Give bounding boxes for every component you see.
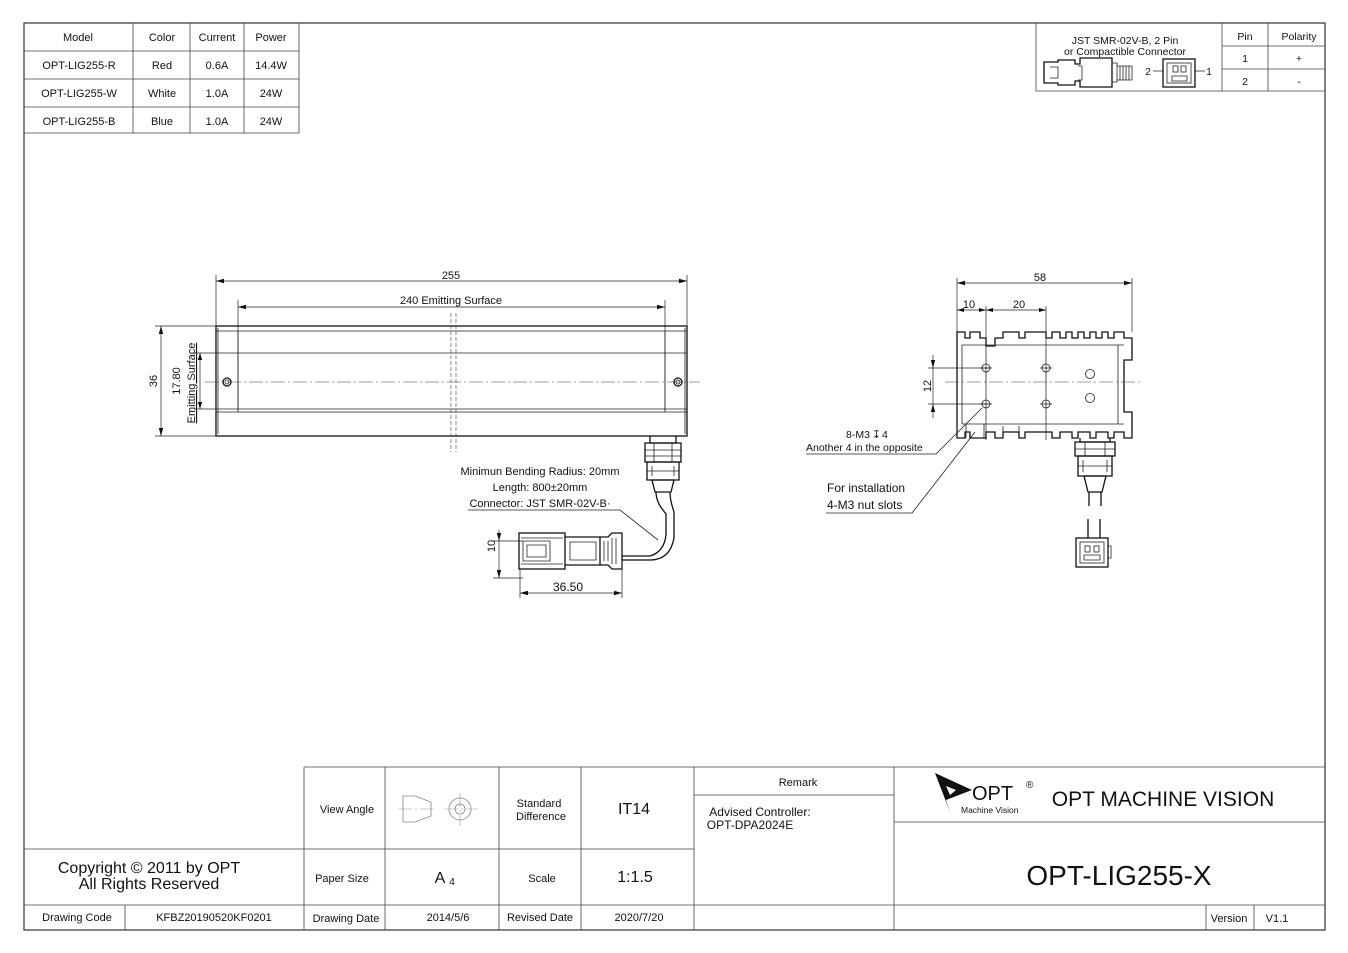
part-number: OPT-LIG255-X xyxy=(1026,860,1212,891)
spec-cell: OPT-LIG255-B xyxy=(43,116,116,128)
connector-title-line2: or Compactible Connector xyxy=(1064,46,1186,58)
connector-title-line1: JST SMR-02V-B, 2 Pin xyxy=(1072,35,1179,47)
connector-front-icon xyxy=(1162,58,1196,88)
version: V1.1 xyxy=(1266,913,1289,925)
connector-pin-label-right: 1 xyxy=(1206,67,1212,78)
polarity-header: Polarity xyxy=(1281,31,1317,43)
dim-width: 58 xyxy=(1034,272,1046,284)
cable-note-connector: Connector: JST SMR-02V-B· xyxy=(469,498,610,510)
connector-table: JST SMR-02V-B, 2 Pin or Compactible Conn… xyxy=(1035,23,1325,92)
paper-size: A xyxy=(435,870,446,887)
drawing-code: KFBZ20190520KF0201 xyxy=(156,912,272,924)
dim-emitting-height: 17.80 xyxy=(171,367,183,395)
logo-subtext: Machine Vision xyxy=(961,805,1019,815)
spec-header-model: Model xyxy=(63,32,93,44)
spec-table: Model Color Current Power OPT-LIG255-R R… xyxy=(24,23,300,134)
paper-size-label: Paper Size xyxy=(315,873,369,885)
polarity-cell: - xyxy=(1297,76,1301,88)
drawing-date-label: Drawing Date xyxy=(313,913,380,925)
version-label: Version xyxy=(1211,913,1248,925)
connector-side-icon xyxy=(1043,57,1133,88)
light-bar-body xyxy=(215,325,688,437)
drawing-code-label: Drawing Code xyxy=(42,912,112,924)
emitting-surface-label: Emitting Surface xyxy=(186,343,198,424)
dim-total-length: 255 xyxy=(442,270,460,282)
remark-line2: OPT-DPA2024E xyxy=(707,818,793,832)
standard-difference: IT14 xyxy=(618,801,650,818)
remark-line1: Advised Controller: xyxy=(709,805,810,819)
side-hole xyxy=(1085,393,1095,403)
spec-cell: 24W xyxy=(260,116,283,128)
side-connector xyxy=(1075,537,1112,568)
dim-vertical: 12 xyxy=(922,380,934,392)
profile-body xyxy=(956,331,1133,439)
connector-pin-label-left: 2 xyxy=(1145,67,1151,78)
spec-header-current: Current xyxy=(199,32,236,44)
cable-note-length: Length: 800±20mm xyxy=(493,482,588,494)
spec-cell: OPT-LIG255-R xyxy=(42,60,115,72)
paper-size-sub: 4 xyxy=(449,877,455,888)
dim-height: 36 xyxy=(148,375,160,387)
dim-emitting-length: 240 Emitting Surface xyxy=(400,295,502,307)
dim-connector-height: 10 xyxy=(486,540,498,552)
standard-difference-label-1: Standard xyxy=(517,798,562,810)
drawing-date: 2014/5/6 xyxy=(427,912,470,924)
spec-cell: Red xyxy=(152,60,172,72)
cable-note-bending: Minimun Bending Radius: 20mm xyxy=(461,466,620,478)
spec-cell: White xyxy=(148,88,176,100)
spec-header-power: Power xyxy=(255,32,287,44)
depth-symbol: ↧ xyxy=(872,429,881,441)
spec-cell: 14.4W xyxy=(255,60,287,72)
logo-registered: ® xyxy=(1026,780,1034,791)
copyright-line1: Copyright © 2011 by OPT xyxy=(58,860,240,877)
pin-header: Pin xyxy=(1237,31,1252,43)
revised-date-label: Revised Date xyxy=(507,912,573,924)
dim-offset: 10 xyxy=(963,299,975,311)
side-hole xyxy=(1085,369,1095,379)
mount-hole xyxy=(222,377,232,387)
spec-header-color: Color xyxy=(149,32,176,44)
dim-connector-length: 36.50 xyxy=(553,580,583,594)
opt-logo: OPT ® Machine Vision xyxy=(935,773,1034,815)
spec-cell: 1.0A xyxy=(206,88,229,100)
view-angle-label: View Angle xyxy=(320,804,374,816)
pin-cell: 2 xyxy=(1242,76,1248,88)
revised-date: 2020/7/20 xyxy=(615,912,664,924)
spec-cell: 1.0A xyxy=(206,116,229,128)
hole-note-thread: 8-M3 xyxy=(846,429,870,441)
polarity-cell: + xyxy=(1296,53,1302,65)
scale: 1:1.5 xyxy=(617,869,653,886)
cable xyxy=(622,491,667,557)
pin-cell: 1 xyxy=(1242,53,1248,65)
scale-label: Scale xyxy=(528,873,556,885)
dim-spacing: 20 xyxy=(1013,299,1025,311)
logo-text: OPT xyxy=(972,783,1013,805)
install-note-2: 4-M3 nut slots xyxy=(827,498,902,512)
front-view: 255 240 Emitting Surface 36 17.80 Emitti… xyxy=(148,270,700,598)
install-note-1: For installation xyxy=(827,481,905,495)
mount-hole xyxy=(673,377,683,387)
standard-difference-label-2: Difference xyxy=(516,811,566,823)
third-angle-projection-icon xyxy=(398,793,478,826)
copyright-line2: All Rights Reserved xyxy=(79,876,220,893)
spec-cell: OPT-LIG255-W xyxy=(41,88,117,100)
cable-connector xyxy=(518,532,623,570)
spec-cell: Blue xyxy=(151,116,173,128)
company-name: OPT MACHINE VISION xyxy=(1052,788,1274,811)
opt-logo-mark xyxy=(935,773,972,812)
hole-note-depth: 4 xyxy=(882,429,888,441)
side-cable-gland xyxy=(1074,438,1116,538)
hole-note-opposite: Another 4 in the opposite xyxy=(806,442,923,454)
cable-gland xyxy=(644,436,682,493)
title-block: Copyright © 2011 by OPT All Rights Reser… xyxy=(24,766,1325,930)
spec-cell: 0.6A xyxy=(206,60,229,72)
spec-cell: 24W xyxy=(260,88,283,100)
drawing-border xyxy=(23,22,1326,931)
side-view: 58 10 20 12 8-M3 ↧ 4 Another 4 in the op… xyxy=(806,272,1142,568)
remark-label: Remark xyxy=(779,777,818,789)
